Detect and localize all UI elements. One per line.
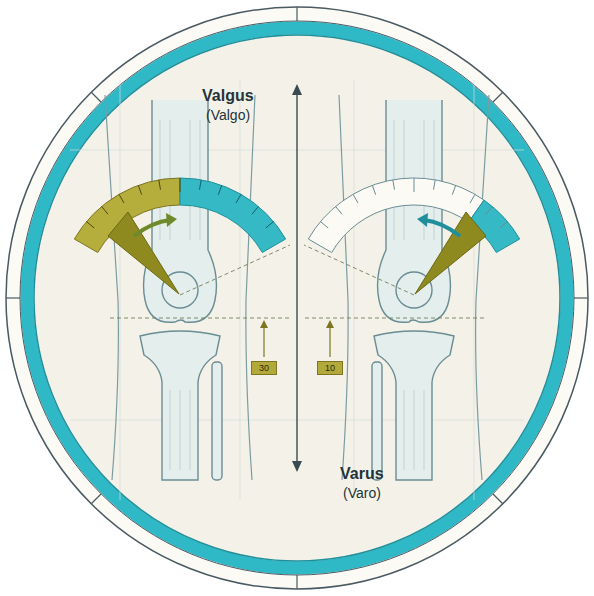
term-label: Valgus: [202, 87, 254, 105]
angle-value: 30: [259, 364, 269, 373]
translation-label: (Varo): [343, 486, 381, 501]
translation-label: (Valgo): [206, 108, 250, 123]
angle-value-box: 10: [317, 361, 343, 375]
angle-value-box: 30: [251, 361, 277, 375]
term-label: Varus: [340, 465, 384, 483]
angle-value: 10: [325, 364, 335, 373]
